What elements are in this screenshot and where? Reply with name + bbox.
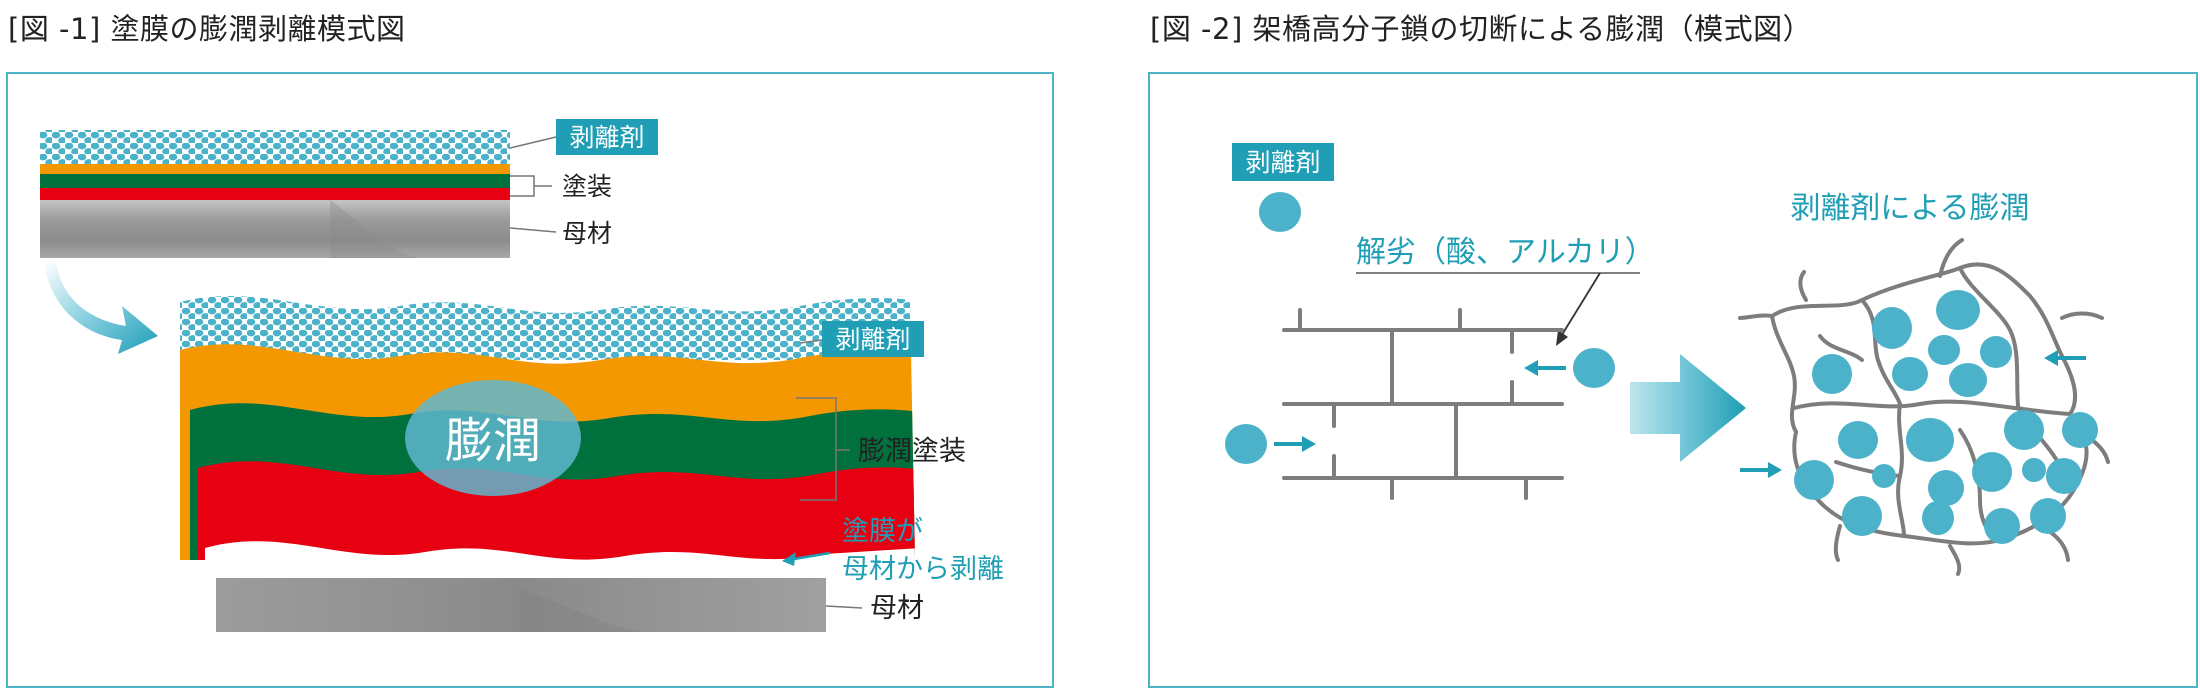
red-coating-layer-top <box>40 188 510 200</box>
stripper-molecule <box>1259 192 1301 232</box>
green-coating-layer-top <box>40 174 510 188</box>
label-degradation: 解劣（酸、アルカリ） <box>1356 235 1655 270</box>
figure1-top-stack <box>40 130 510 258</box>
small-arrow-icon-swollen-right <box>2044 350 2058 366</box>
orange-coating-layer-top <box>40 164 510 174</box>
label-stripper-fig2: 剥離剤 <box>1245 148 1320 177</box>
figure1-wavy-stack <box>180 296 915 560</box>
small-arrow-icon-in-right <box>1524 360 1538 376</box>
label-peel-line1: 塗膜が <box>842 516 923 547</box>
pointer-arrow-icon <box>1556 330 1568 346</box>
stripper-molecule-left <box>1225 424 1267 464</box>
label-swollen-coating: 膨潤塗装 <box>858 436 966 467</box>
small-arrow-icon-in-left <box>1302 436 1316 452</box>
small-arrow-icon-swollen-left <box>1768 462 1782 478</box>
label-swelling-by-stripper: 剥離剤による膨潤 <box>1790 191 2029 226</box>
substrate-bottom <box>216 578 826 632</box>
figure2-title: [図 -2] 架橋高分子鎖の切断による膨潤（模式図） <box>1150 12 1813 46</box>
label-stripper-wave: 剥離剤 <box>835 325 910 354</box>
block-arrow-icon <box>1630 354 1746 462</box>
swelling-ellipse <box>405 380 581 496</box>
stripper-label-box-fig2 <box>1232 143 1334 181</box>
crosslinked-polymer-network <box>1282 308 1564 500</box>
figure2-frame <box>1148 72 2198 688</box>
figure1-title: [図 -1] 塗膜の膨潤剥離模式図 <box>8 12 406 46</box>
stripper-dots-layer-top <box>40 130 510 164</box>
curved-arrow-icon <box>44 262 158 354</box>
stripper-molecule-right <box>1573 348 1615 388</box>
label-coating-top: 塗装 <box>562 172 612 201</box>
swollen-molecules <box>1794 290 2098 544</box>
label-swelling: 膨潤 <box>445 413 541 469</box>
label-stripper-top: 剥離剤 <box>569 123 644 152</box>
stripper-label-box-top <box>556 119 658 155</box>
label-peel-line2: 母材から剥離 <box>842 554 1004 585</box>
label-substrate-bottom: 母材 <box>870 593 924 624</box>
stripper-label-box-wave <box>822 321 924 357</box>
substrate-top <box>40 200 510 258</box>
label-substrate-top: 母材 <box>562 219 612 248</box>
small-arrow-icon <box>782 552 796 566</box>
